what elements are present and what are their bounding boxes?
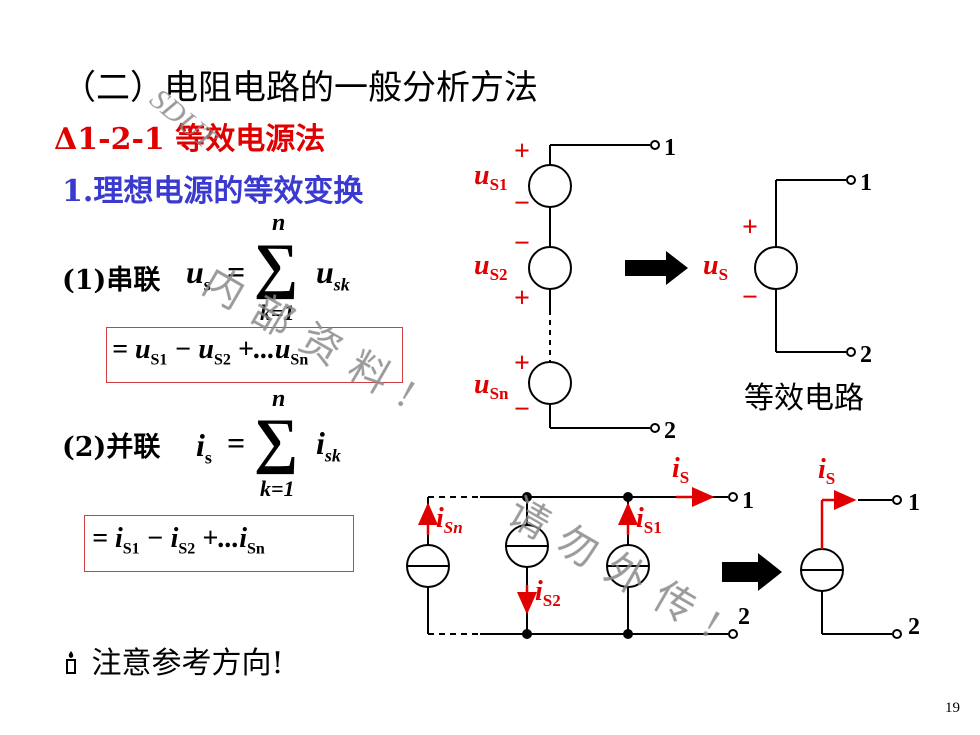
- series-equivalence-arrow: [625, 251, 688, 285]
- parallel-expansion: = iS1 − iS2 +...iSn: [92, 523, 265, 558]
- us2-label: uS2: [474, 250, 508, 284]
- slide-title: （二）电阻电路的一般分析方法: [62, 68, 538, 108]
- watermark-no-share: 请勿外传!: [501, 489, 743, 655]
- isn-label: iSn: [436, 503, 463, 537]
- series-sum-bottom: k=1: [260, 300, 295, 325]
- section-heading: Δ1-2-1 等效电源法: [54, 122, 326, 157]
- series-eq: =: [227, 254, 246, 290]
- series-lhs: us: [186, 254, 211, 295]
- parallel-eq: =: [227, 425, 246, 461]
- note-line: 注意参考方向!: [60, 638, 284, 682]
- s1-minus: −: [514, 188, 530, 219]
- eq-node-1: 1: [860, 170, 872, 196]
- voltage-source-s2: [528, 246, 572, 290]
- s1-plus: +: [514, 136, 530, 167]
- is1-label: iS1: [636, 503, 662, 537]
- voltage-source-equivalent: [754, 246, 798, 290]
- equiv-node-2: 2: [908, 614, 920, 640]
- is2-label: iS2: [535, 576, 561, 610]
- parallel-label: (2)并联: [62, 432, 161, 463]
- page-number: 19: [945, 700, 960, 716]
- parallel-equivalent-circuit: [800, 495, 902, 639]
- note-text: 注意参考方向!: [91, 646, 284, 681]
- series-term: usk: [316, 254, 350, 295]
- watermark-sdut: SDUT: [144, 82, 224, 157]
- junction-dot: [522, 629, 532, 639]
- equiv-node-1: 1: [908, 490, 920, 516]
- series-expansion: = uS1 − uS2 +...uSn: [112, 334, 309, 369]
- parallel-term: isk: [316, 425, 341, 466]
- series-label: (1)串联: [62, 265, 161, 296]
- equivalent-circuit-caption: 等效电路: [744, 382, 864, 415]
- junction-dot: [623, 629, 633, 639]
- subsection-heading: 1.理想电源的等效变换: [62, 174, 364, 209]
- candle-icon: [66, 651, 76, 674]
- parallel-expansion-box: [84, 515, 354, 572]
- parallel-sum-sign: ∑: [254, 407, 299, 475]
- parallel-sum-top: n: [272, 386, 286, 412]
- series-sum-top: n: [272, 210, 286, 236]
- series-sum-sign: ∑: [254, 232, 299, 300]
- parallel-lhs: is: [196, 427, 212, 468]
- parallel-sum-bottom: k=1: [260, 476, 295, 501]
- is-label: iS: [672, 453, 689, 487]
- series-node-1: 1: [664, 135, 676, 161]
- series-node-2: 2: [664, 418, 676, 444]
- us-label: uS: [703, 250, 728, 284]
- series-equivalent-circuit: [754, 175, 856, 357]
- junction-dot: [522, 492, 532, 502]
- eq-plus: +: [742, 212, 758, 243]
- s2-plus: +: [514, 283, 530, 314]
- voltage-source-sn: [528, 361, 572, 405]
- sn-minus: −: [514, 394, 530, 425]
- s2-minus: −: [514, 228, 530, 259]
- equiv-is-label: iS: [818, 454, 835, 488]
- series-expansion-box: [106, 327, 403, 383]
- series-circuit: [528, 140, 660, 433]
- parallel-node-2: 2: [738, 604, 750, 630]
- eq-node-2: 2: [860, 342, 872, 368]
- watermark-internal: 内部资料!: [196, 259, 438, 425]
- usn-label: uSn: [474, 369, 509, 403]
- parallel-node-1: 1: [742, 488, 754, 514]
- eq-minus: −: [742, 282, 758, 313]
- parallel-circuit: [406, 492, 738, 639]
- us1-label: uS1: [474, 160, 508, 194]
- parallel-equivalence-arrow: [722, 553, 782, 591]
- voltage-source-s1: [528, 164, 572, 208]
- sn-plus: +: [514, 348, 530, 379]
- junction-dot: [623, 492, 633, 502]
